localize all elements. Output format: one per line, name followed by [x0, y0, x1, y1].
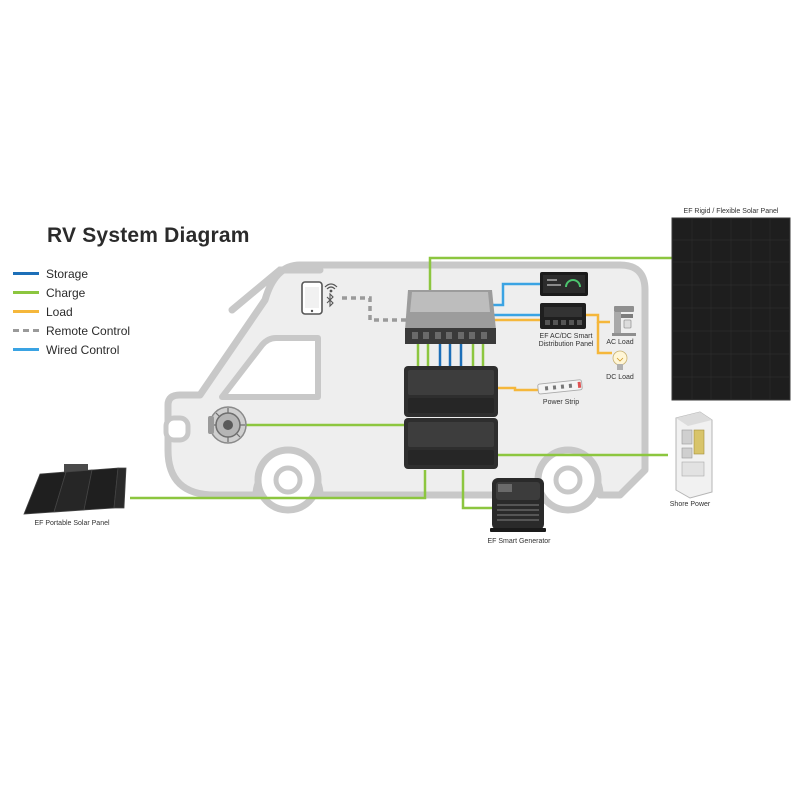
load-wire-dc: [596, 322, 612, 355]
diagram-title: RV System Diagram: [47, 224, 250, 247]
remote-wire-phone: [342, 296, 407, 322]
charge-wire-generator: [461, 470, 492, 510]
charge-wire-portable-solar: [130, 470, 427, 500]
legend-item-wired-control: Wired Control: [13, 340, 130, 359]
rv-rear-hub: [553, 465, 583, 495]
legend-item-load: Load: [13, 302, 130, 321]
label-portable-solar-panel: EF Portable Solar Panel: [34, 520, 110, 527]
portable-solar-panel: [23, 464, 127, 515]
rv-headlight: [163, 415, 191, 443]
shore-power-icon: [675, 411, 713, 499]
storage-wires: [438, 342, 463, 368]
legend-label: Load: [46, 304, 73, 319]
wifi-icon: [324, 283, 338, 293]
power-strip-icon: [537, 379, 583, 395]
load-wires: [492, 313, 612, 392]
battery-lower: [404, 418, 498, 469]
smart-control-hub: [405, 290, 496, 344]
legend-label: Charge: [46, 285, 86, 300]
legend-item-charge: Charge: [13, 283, 130, 302]
rigid-solar-panel: [671, 217, 791, 401]
legend-label: Remote Control: [46, 323, 131, 338]
legend-item-storage: Storage: [13, 264, 130, 283]
legend-label: Wired Control: [46, 342, 120, 357]
label-ac-load: AC Load: [606, 339, 634, 346]
label-smart-generator: EF Smart Generator: [487, 538, 551, 545]
legend-swatch-remote-control: [13, 329, 39, 332]
legend-item-remote-control: Remote Control: [13, 321, 130, 340]
load-wire-ac: [585, 313, 610, 324]
alternator-icon: [208, 406, 247, 444]
label-shore-power: Shore Power: [669, 501, 711, 508]
legend-label: Storage: [46, 266, 89, 281]
wired-wire-display: [492, 282, 540, 307]
rv-cab-roof: [228, 266, 324, 314]
legend-swatch-storage: [13, 272, 39, 275]
charge-wires: [130, 256, 672, 510]
label-dc-load: DC Load: [606, 374, 634, 381]
label-power-strip: Power Strip: [542, 399, 580, 406]
charge-wire-rigid-solar: [428, 256, 672, 290]
wired-control-wires: [492, 282, 540, 317]
legend-swatch-charge: [13, 291, 39, 294]
phone-icon: [301, 281, 323, 315]
distribution-panel-device: [540, 303, 586, 329]
light-bulb-icon: [612, 350, 628, 370]
label-rigid-solar-panel: EF Rigid / Flexible Solar Panel: [683, 208, 779, 215]
label-distribution-panel-line2: Distribution Panel: [538, 341, 594, 348]
remote-control-wires: [342, 296, 407, 322]
label-distribution-panel-line1: EF AC/DC Smart: [539, 333, 593, 340]
battery-upper: [404, 366, 498, 417]
coffee-machine-icon: [612, 306, 636, 336]
rv-windshield: [219, 335, 321, 400]
smart-display: [540, 272, 588, 296]
load-wire-power-strip: [497, 386, 538, 392]
smart-generator-icon: [490, 478, 546, 532]
bluetooth-icon: [326, 292, 334, 308]
legend: Storage Charge Load Remote Control Wired…: [13, 264, 130, 359]
legend-swatch-load: [13, 310, 39, 313]
rv-front-hub: [273, 465, 303, 495]
legend-swatch-wired-control: [13, 348, 39, 351]
